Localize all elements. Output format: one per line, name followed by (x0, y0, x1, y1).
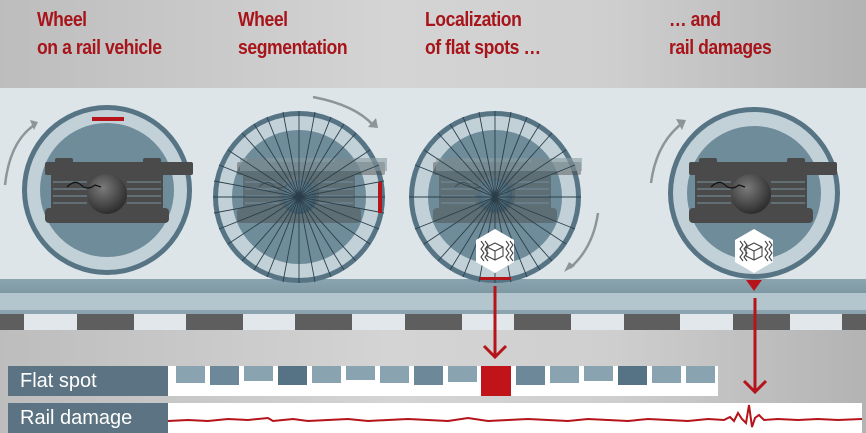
flat-spot-segment (244, 366, 273, 381)
flat-spot-mark (92, 117, 124, 121)
flat-spot-segment (618, 366, 647, 385)
caption-wheel-segmentation: Wheel segmentation (238, 6, 348, 62)
caption-line: of flat spots … (425, 37, 541, 59)
caption-line: … and (669, 9, 721, 31)
rotation-arrow-icon (649, 124, 681, 184)
caption-line: segmentation (238, 37, 348, 59)
caption-line: Wheel (37, 9, 87, 31)
rotation-arrow-icon (3, 122, 37, 186)
rotation-arrow-icon (312, 95, 374, 126)
flat-spot-segment (380, 366, 409, 383)
flat-spot-segment (448, 366, 477, 382)
caption-line: rail damages (669, 37, 772, 59)
rail-damage-panel (167, 403, 863, 433)
wheel-2-segmented (213, 111, 387, 283)
caption-wheel-on-vehicle: Wheel on a rail vehicle (37, 6, 162, 62)
caption-line: on a rail vehicle (37, 37, 162, 59)
rail-damage-label: Rail damage (8, 403, 168, 433)
down-arrow-icon (742, 298, 768, 395)
flat-spot-segment (550, 366, 579, 383)
flat-spot-mark (480, 277, 511, 280)
flat-spot-label: Flat spot (8, 366, 168, 396)
sensor-cube-vibration-icon (735, 229, 773, 273)
wheel-4 (668, 107, 840, 279)
flat-spot-segment (346, 366, 375, 380)
flat-spot-segment (176, 366, 205, 383)
flat-spot-segment (652, 366, 681, 383)
wheel-1 (22, 105, 194, 275)
flat-spot-segment-highlighted (481, 366, 511, 396)
flat-spot-segment (414, 366, 443, 385)
rotation-arrow-icon (569, 212, 600, 269)
flat-spot-segment (312, 366, 341, 383)
down-arrow-icon (482, 286, 508, 360)
sensor-cube-vibration-icon (476, 229, 514, 273)
rail-damage-signal (167, 404, 863, 428)
caption-line: Wheel (238, 9, 288, 31)
caption-rail-damages: … and rail damages (669, 6, 772, 62)
flat-spot-mark (378, 182, 382, 213)
caption-localization: Localization of flat spots … (425, 6, 541, 62)
rail-ties (0, 314, 866, 330)
wheel-3-localization (409, 111, 582, 283)
flat-spot-segment (210, 366, 239, 385)
caption-line: Localization (425, 9, 522, 31)
flat-spot-segment (686, 366, 715, 383)
rail-base (0, 293, 866, 314)
rail-damage-marker-icon (746, 280, 762, 291)
flat-spot-panel (168, 366, 718, 396)
flat-spot-segment (584, 366, 613, 381)
flat-spot-segment (278, 366, 307, 385)
rail-head (0, 279, 866, 293)
flat-spot-segment (516, 366, 545, 385)
